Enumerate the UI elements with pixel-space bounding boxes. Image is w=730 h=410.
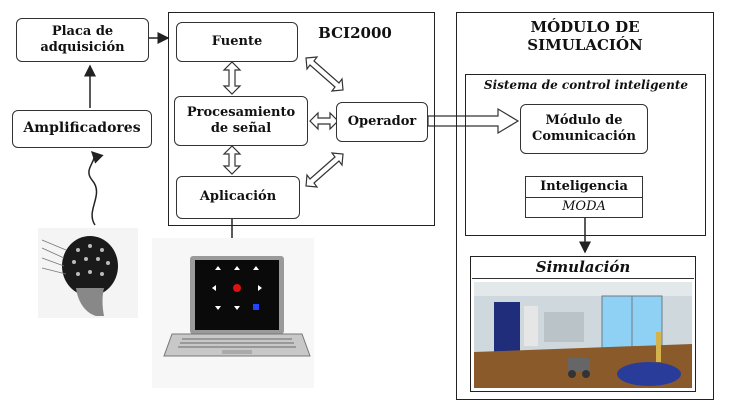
laptop-image	[152, 238, 314, 388]
inteligencia-box: Inteligencia MODA	[525, 176, 643, 218]
modulo-comunicacion-label: Módulo de Comunicación	[532, 112, 636, 144]
procesamiento-box: Procesamiento de señal	[174, 96, 308, 146]
sistema-control-frame	[465, 74, 706, 236]
operador-label: Operador	[347, 113, 417, 129]
aplicacion-label: Aplicación	[199, 189, 277, 205]
bci2000-frame	[168, 12, 435, 226]
procesamiento-label: Procesamiento de señal	[186, 104, 296, 136]
placa-adquisicion-label: Placa de adquisición	[40, 23, 125, 55]
bci2000-title: BCI2000	[318, 24, 392, 42]
modulo-simulacion-frame	[456, 12, 714, 400]
modulo-comunicacion-box: Módulo de Comunicación	[520, 104, 648, 154]
sistema-control-title: Sistema de control inteligente	[483, 78, 689, 92]
amplificadores-box: Amplificadores	[12, 110, 152, 148]
modulo-simulacion-title: MÓDULO DE SIMULACIÓN	[527, 18, 643, 54]
eeg-cap-head-image	[38, 228, 138, 318]
operador-box: Operador	[336, 102, 428, 142]
simulacion-title: Simulación	[472, 258, 694, 279]
inteligencia-label: Inteligencia	[526, 177, 642, 198]
fuente-label: Fuente	[211, 33, 263, 49]
amplificadores-label: Amplificadores	[23, 120, 141, 137]
simulation-room-image	[474, 282, 692, 388]
moda-label: MODA	[562, 199, 606, 215]
placa-adquisicion-box: Placa de adquisición	[16, 18, 149, 62]
fuente-box: Fuente	[176, 22, 298, 62]
aplicacion-box: Aplicación	[176, 176, 300, 219]
